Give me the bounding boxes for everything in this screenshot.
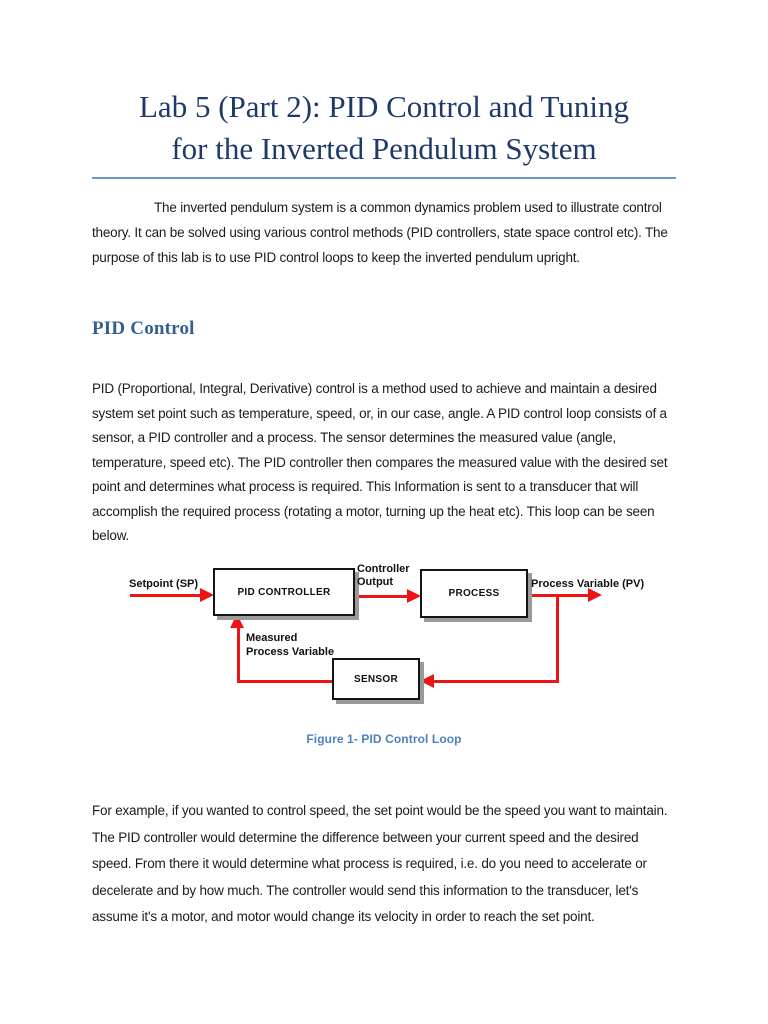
controller-output-label: Controller Output	[357, 563, 410, 588]
example-paragraph: For example, if you wanted to control sp…	[92, 803, 668, 924]
controller-output-label-line1: Controller	[357, 563, 410, 575]
process-box: PROCESS	[420, 569, 528, 618]
sensor-box: SENSOR	[332, 658, 420, 700]
measured-label-line1: Measured	[246, 632, 298, 644]
feedback-to-sensor-line	[432, 680, 559, 683]
measured-process-variable-label: Measured Process Variable	[246, 632, 334, 659]
process-variable-arrow-line	[528, 594, 590, 597]
controller-output-arrowhead-icon	[407, 589, 421, 603]
pid-controller-box: PID CONTROLLER	[213, 568, 355, 616]
section-heading-pid-control: PID Control	[92, 318, 195, 339]
controller-output-arrow-line	[355, 595, 409, 598]
process-variable-label: Process Variable (PV)	[531, 578, 645, 590]
document-title: Lab 5 (Part 2): PID Control and Tuning f…	[92, 86, 676, 179]
pid-body-paragraph: PID (Proportional, Integral, Derivative)…	[92, 381, 668, 543]
document-title-line2: for the Inverted Pendulum System	[171, 131, 597, 166]
feedback-arrowhead-icon	[230, 614, 244, 628]
setpoint-arrow-line	[130, 594, 204, 597]
feedback-up-line	[237, 628, 240, 683]
controller-output-label-line2: Output	[357, 575, 394, 588]
intro-paragraph: The inverted pendulum system is a common…	[92, 200, 668, 265]
sensor-input-arrowhead-icon	[420, 674, 434, 688]
measured-label-line2: Process Variable	[246, 645, 335, 658]
setpoint-label: Setpoint (SP)	[129, 578, 199, 590]
sensor-output-line	[238, 680, 332, 683]
process-variable-arrowhead-icon	[588, 588, 602, 602]
feedback-drop-line	[556, 595, 559, 683]
setpoint-arrowhead-icon	[200, 588, 214, 602]
figure-caption: Figure 1- PID Control Loop	[306, 732, 462, 746]
document-title-line1: Lab 5 (Part 2): PID Control and Tuning	[139, 89, 629, 124]
